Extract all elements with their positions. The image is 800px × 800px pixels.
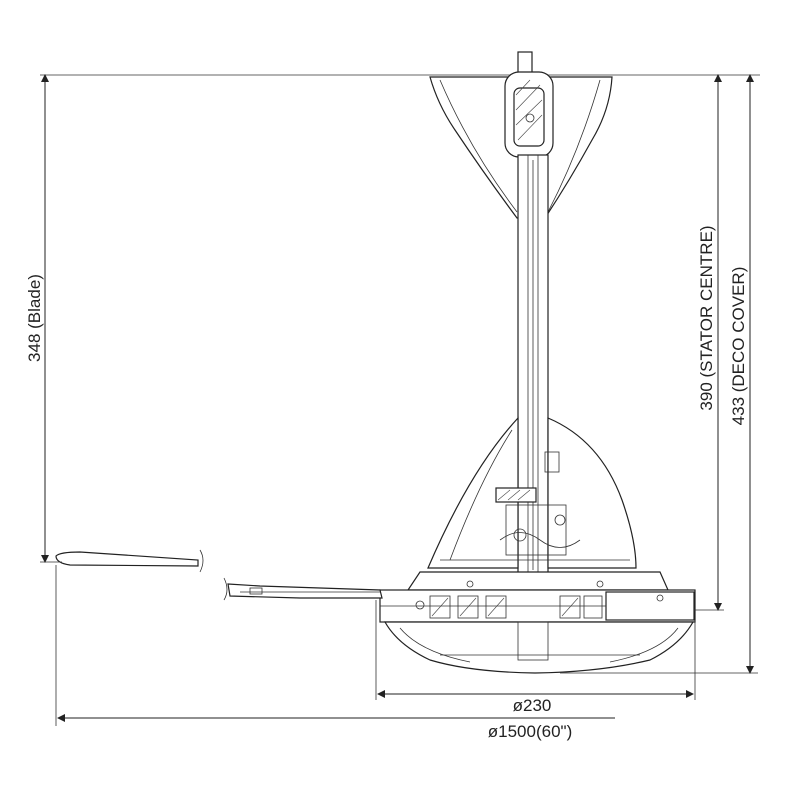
dim-overall-diameter: ø1500(60") bbox=[55, 565, 615, 741]
dim-deco-cover: 433 (DECO COVER) bbox=[560, 74, 758, 674]
dim-stator-centre: 390 (STATOR CENTRE) bbox=[694, 74, 724, 611]
hanger-bracket bbox=[504, 51, 554, 158]
deco-cover-label: 433 (DECO COVER) bbox=[729, 267, 748, 426]
motor-diameter-label: ø230 bbox=[513, 696, 552, 715]
fan-blade bbox=[55, 549, 383, 601]
dim-motor-diameter: ø230 bbox=[375, 600, 696, 715]
downrod bbox=[517, 154, 549, 576]
stator-centre-label: 390 (STATOR CENTRE) bbox=[697, 225, 716, 410]
dim-blade-height: 348 (Blade) bbox=[25, 74, 62, 563]
motor-body bbox=[379, 571, 696, 623]
overall-diameter-label: ø1500(60") bbox=[488, 722, 572, 741]
upper-housing bbox=[427, 416, 637, 569]
blade-height-label: 348 (Blade) bbox=[25, 274, 44, 362]
deco-cover bbox=[383, 621, 695, 674]
